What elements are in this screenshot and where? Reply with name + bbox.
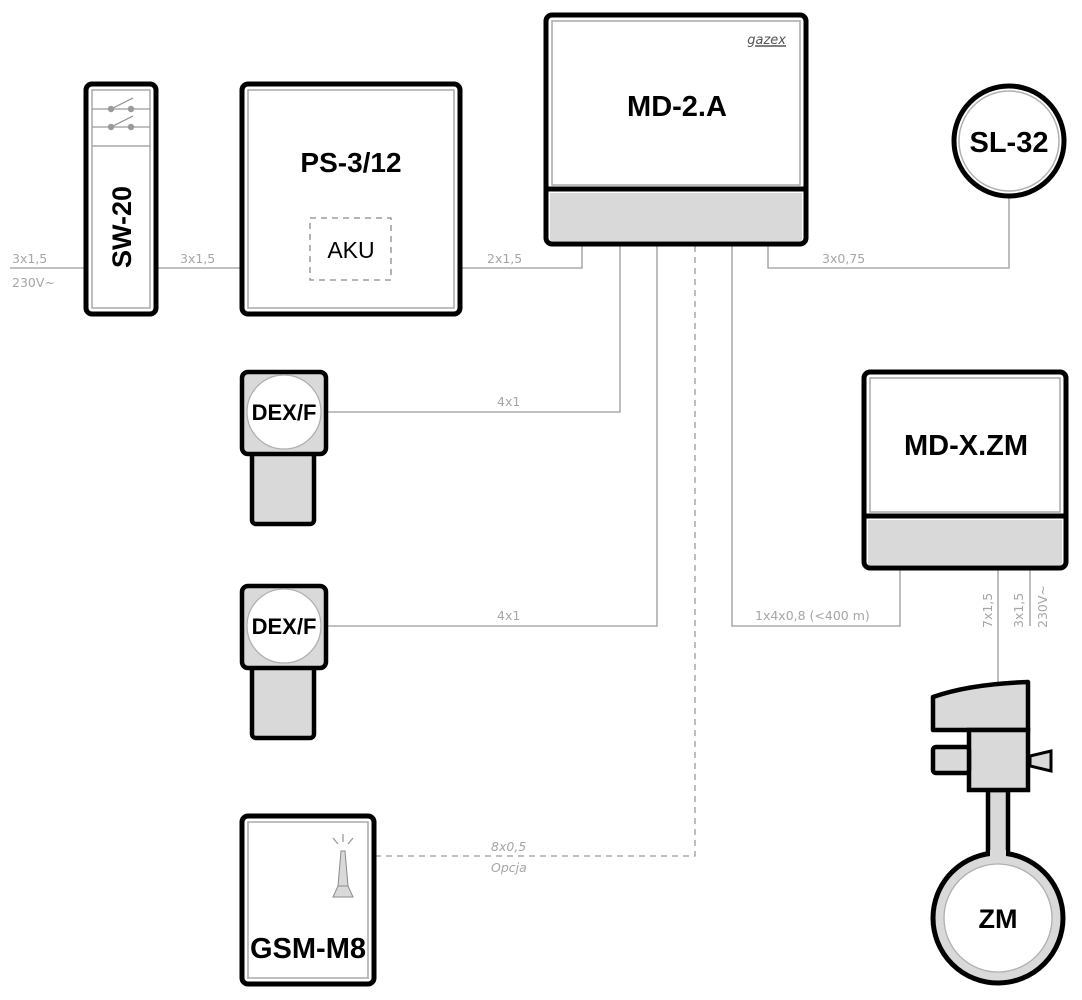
device-label-md-2a: MD-2.A — [627, 91, 727, 123]
cable-label-mains-voltage: 230V~ — [12, 275, 55, 290]
cable-label-mains-spec: 3x1,5 — [12, 251, 47, 266]
battery-label: AKU — [327, 237, 374, 263]
antenna-icon — [332, 834, 354, 898]
device-md-2a[interactable]: gazex MD-2.A — [543, 12, 809, 247]
battery-slot — [309, 217, 392, 281]
device-ps-3-12[interactable]: PS-3/12 AKU — [239, 81, 463, 317]
cable-label-mdx-to-zm: 7x1,5 — [980, 593, 995, 628]
valve-icon — [930, 679, 1053, 859]
cable-label-mdx-mains-voltage: 230V~ — [1035, 585, 1050, 628]
wire-md-to-dex1 — [326, 246, 621, 413]
device-label-md-x-zm: MD-X.ZM — [904, 430, 1028, 462]
device-md-x-zm[interactable]: MD-X.ZM — [861, 369, 1069, 571]
device-dex-f-1[interactable]: DEX/F — [239, 369, 329, 527]
cable-label-mdx-mains-spec: 3x1,5 — [1011, 593, 1026, 628]
device-sw-20[interactable]: SW-20 — [83, 81, 159, 317]
device-label-sw-20: SW-20 — [107, 186, 137, 268]
cable-label-sw-to-ps: 3x1,5 — [180, 251, 215, 266]
wire-ps-to-md — [460, 246, 583, 269]
device-gsm-m8[interactable]: GSM-M8 — [239, 813, 377, 987]
cable-label-ps-to-md: 2x1,5 — [487, 251, 522, 266]
wire-md-to-dex2 — [326, 246, 658, 627]
device-label-zm: ZM — [979, 904, 1018, 934]
device-sl-32[interactable]: SL-32 — [951, 83, 1067, 199]
switch-icon — [92, 97, 150, 131]
cable-label-md-to-gsm: 8x0,5 — [491, 839, 526, 854]
cable-label-md-to-sl: 3x0,75 — [822, 251, 865, 266]
wire-md-to-sl — [767, 192, 1010, 269]
wire-md-to-gsm — [376, 246, 696, 857]
cable-label-gsm-option: Opcja — [491, 860, 527, 875]
wire-md-to-mdx — [731, 246, 901, 627]
brand-logo: gazex — [747, 33, 786, 48]
device-label-dex-2: DEX/F — [252, 614, 317, 639]
cable-label-md-to-dex2: 4x1 — [497, 608, 520, 623]
cable-label-md-to-mdx: 1x4x0,8 (<400 m) — [755, 608, 870, 623]
device-zm-valve[interactable]: ZM — [930, 679, 1066, 986]
device-label-gsm: GSM-M8 — [250, 933, 366, 965]
cable-label-md-to-dex1: 4x1 — [497, 394, 520, 409]
wires — [10, 192, 1031, 857]
device-label-dex-1: DEX/F — [252, 400, 317, 425]
device-label-sl-32: SL-32 — [970, 127, 1049, 159]
device-label-ps: PS-3/12 — [300, 147, 401, 178]
cable-labels: 3x1,5 230V~ 3x1,5 2x1,5 3x0,75 4x1 4x1 1… — [12, 251, 1050, 875]
device-dex-f-2[interactable]: DEX/F — [239, 583, 329, 741]
